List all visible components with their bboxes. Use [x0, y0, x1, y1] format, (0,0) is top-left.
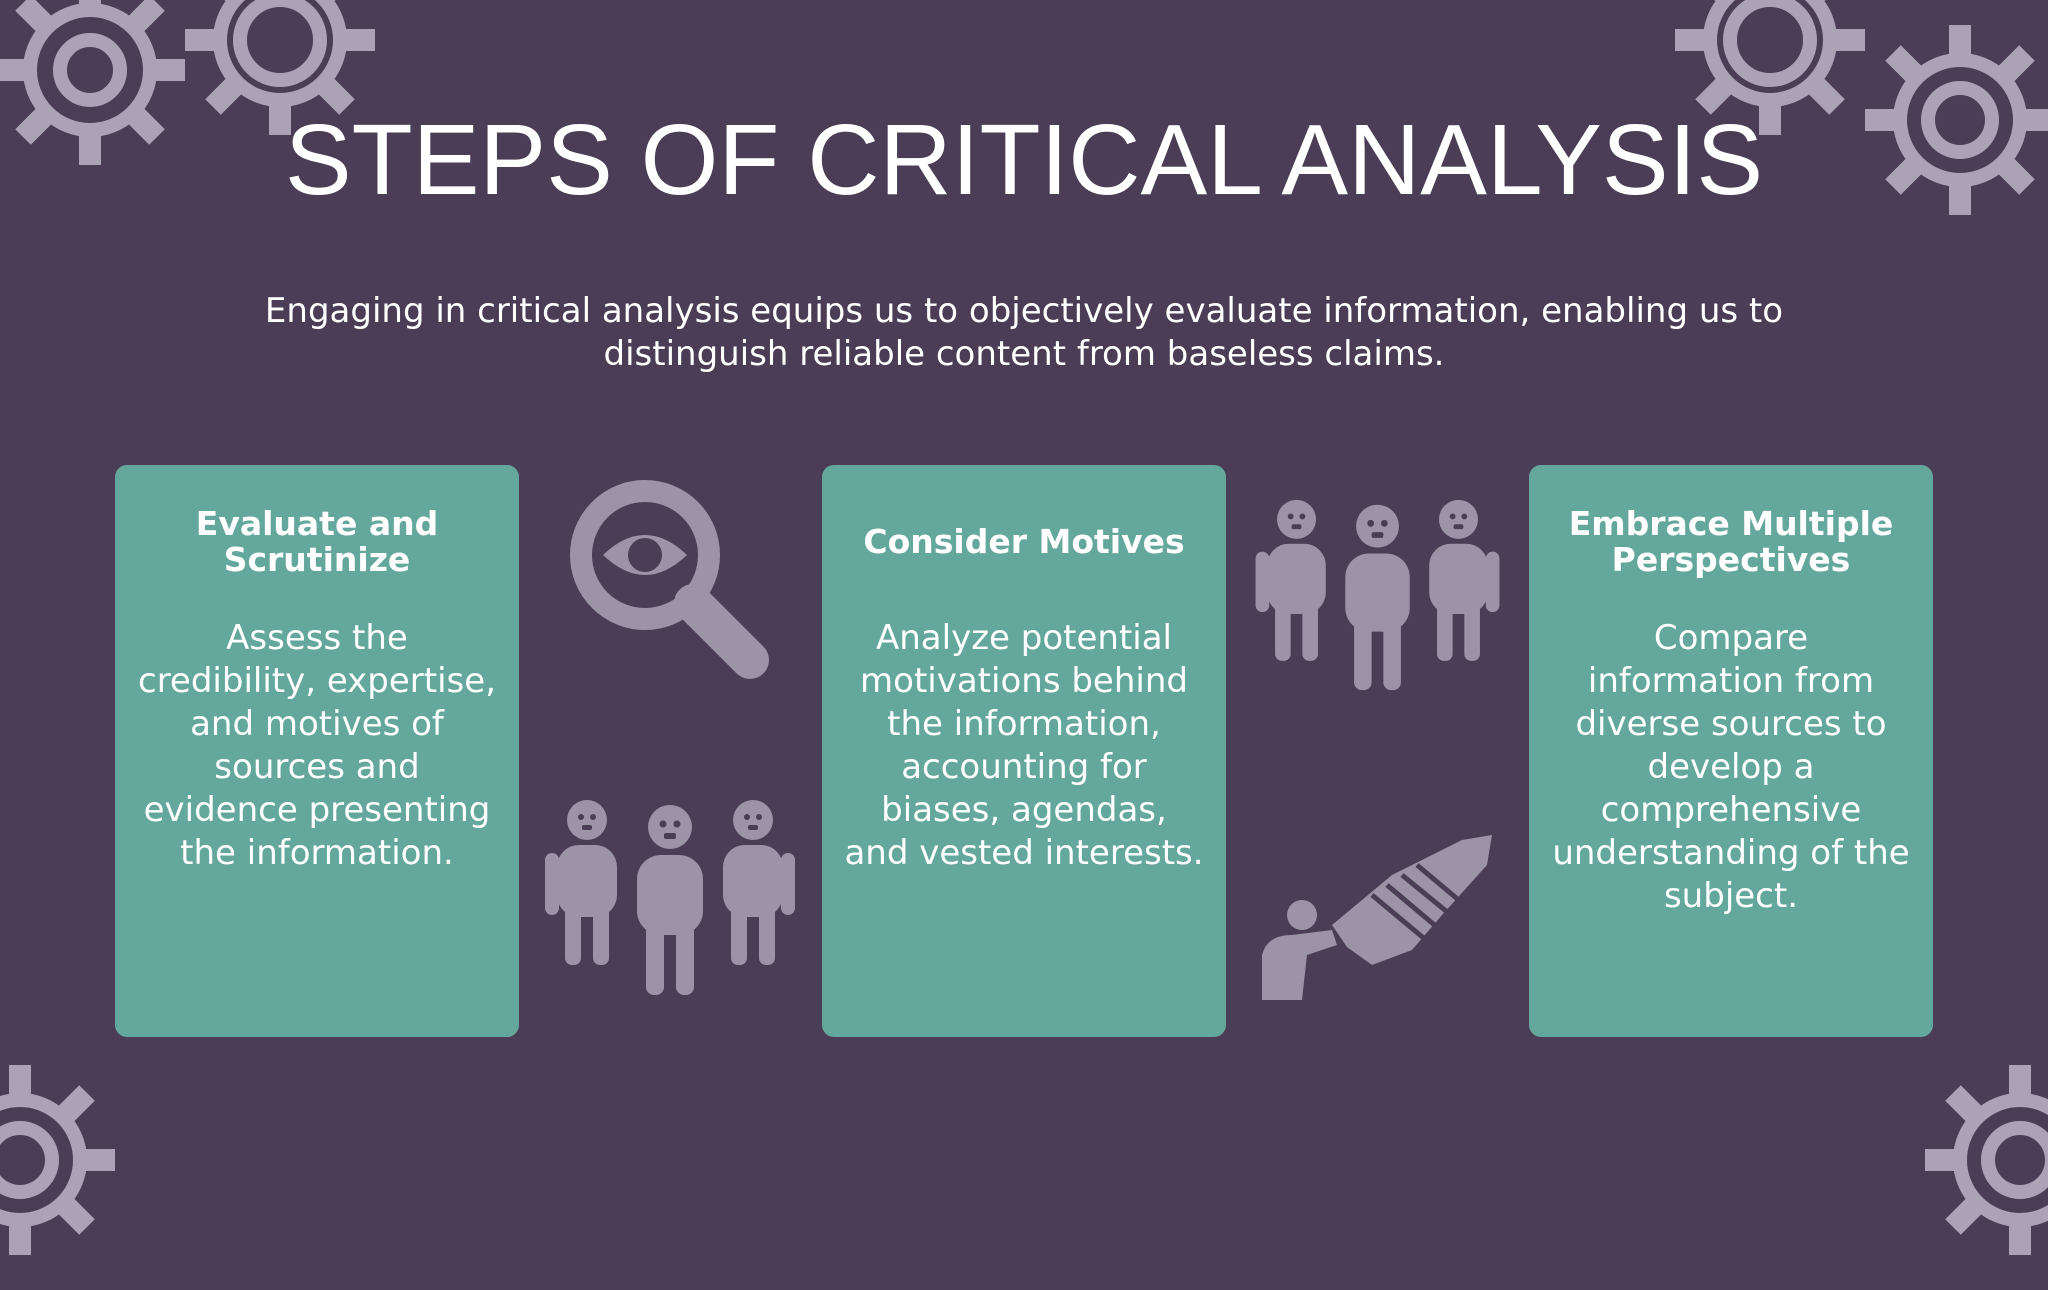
slide-title: STEPS OF CRITICAL ANALYSIS [284, 104, 1764, 216]
gear-icon [1925, 1065, 2048, 1255]
group-of-people-icon [1255, 495, 1500, 695]
step-card-motives: Consider Motives Analyze potential motiv… [822, 465, 1226, 1037]
magnifier-eye-icon [565, 475, 780, 680]
gear-icon [0, 1065, 115, 1255]
slide-subtitle: Engaging in critical analysis equips us … [264, 291, 1784, 374]
card-body: Assess the credibility, expertise, and m… [138, 618, 496, 873]
gear-icon [185, 0, 375, 135]
step-card-evaluate: Evaluate and Scrutinize Assess the credi… [115, 465, 519, 1037]
gear-icon [1675, 0, 1865, 135]
step-card-perspectives: Embrace Multiple Perspectives Compare in… [1529, 465, 1933, 1037]
card-body: Compare information from diverse sources… [1552, 618, 1910, 916]
group-of-people-icon [545, 795, 795, 1000]
card-title: Evaluate and Scrutinize [195, 504, 439, 579]
card-body: Analyze potential motivations behind the… [844, 618, 1204, 873]
handshake-icon [1262, 835, 1497, 1000]
card-title: Consider Motives [863, 522, 1185, 561]
gear-icon [1865, 25, 2048, 215]
card-title: Embrace Multiple Perspectives [1568, 504, 1894, 579]
gear-icon [0, 0, 185, 165]
